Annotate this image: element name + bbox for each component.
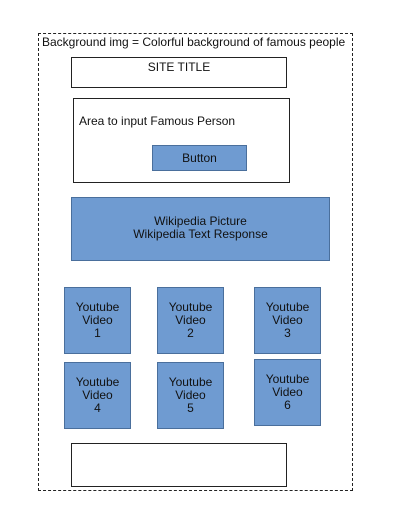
video-number: 1 — [94, 326, 101, 340]
youtube-video-3[interactable]: Youtube Video 3 — [254, 287, 321, 354]
video-label-line2: Video — [82, 388, 113, 402]
video-number: 3 — [284, 326, 291, 340]
input-area-label: Area to input Famous Person — [79, 114, 236, 128]
video-label-line2: Video — [272, 313, 303, 327]
footer-box — [71, 443, 287, 487]
wikipedia-text-label: Wikipedia Text Response — [133, 227, 268, 241]
video-label-line2: Video — [175, 388, 206, 402]
youtube-video-1[interactable]: Youtube Video 1 — [64, 287, 131, 354]
video-label-line1: Youtube — [168, 375, 213, 389]
video-label-line1: Youtube — [75, 375, 120, 389]
video-number: 2 — [187, 326, 194, 340]
video-label-line1: Youtube — [265, 372, 310, 386]
background-caption: Background img = Colorful background of … — [42, 35, 346, 49]
background-frame — [38, 33, 353, 491]
video-number: 4 — [94, 401, 101, 415]
famous-person-input-area[interactable]: Area to input Famous Person Button — [73, 98, 290, 183]
youtube-video-6[interactable]: Youtube Video 6 — [254, 359, 321, 426]
video-label-line2: Video — [82, 313, 113, 327]
video-number: 5 — [187, 401, 194, 415]
video-label-line1: Youtube — [265, 300, 310, 314]
submit-button[interactable]: Button — [152, 145, 247, 171]
youtube-video-4[interactable]: Youtube Video 4 — [64, 362, 131, 429]
video-label-line2: Video — [272, 385, 303, 399]
youtube-video-5[interactable]: Youtube Video 5 — [157, 362, 224, 429]
wikipedia-picture-label: Wikipedia Picture — [154, 214, 247, 228]
video-label-line1: Youtube — [75, 300, 120, 314]
video-label-line2: Video — [175, 313, 206, 327]
video-label-line1: Youtube — [168, 300, 213, 314]
wikipedia-response-panel: Wikipedia Picture Wikipedia Text Respons… — [71, 197, 330, 261]
site-title: SITE TITLE — [71, 57, 287, 88]
video-number: 6 — [284, 398, 291, 412]
youtube-video-2[interactable]: Youtube Video 2 — [157, 287, 224, 354]
